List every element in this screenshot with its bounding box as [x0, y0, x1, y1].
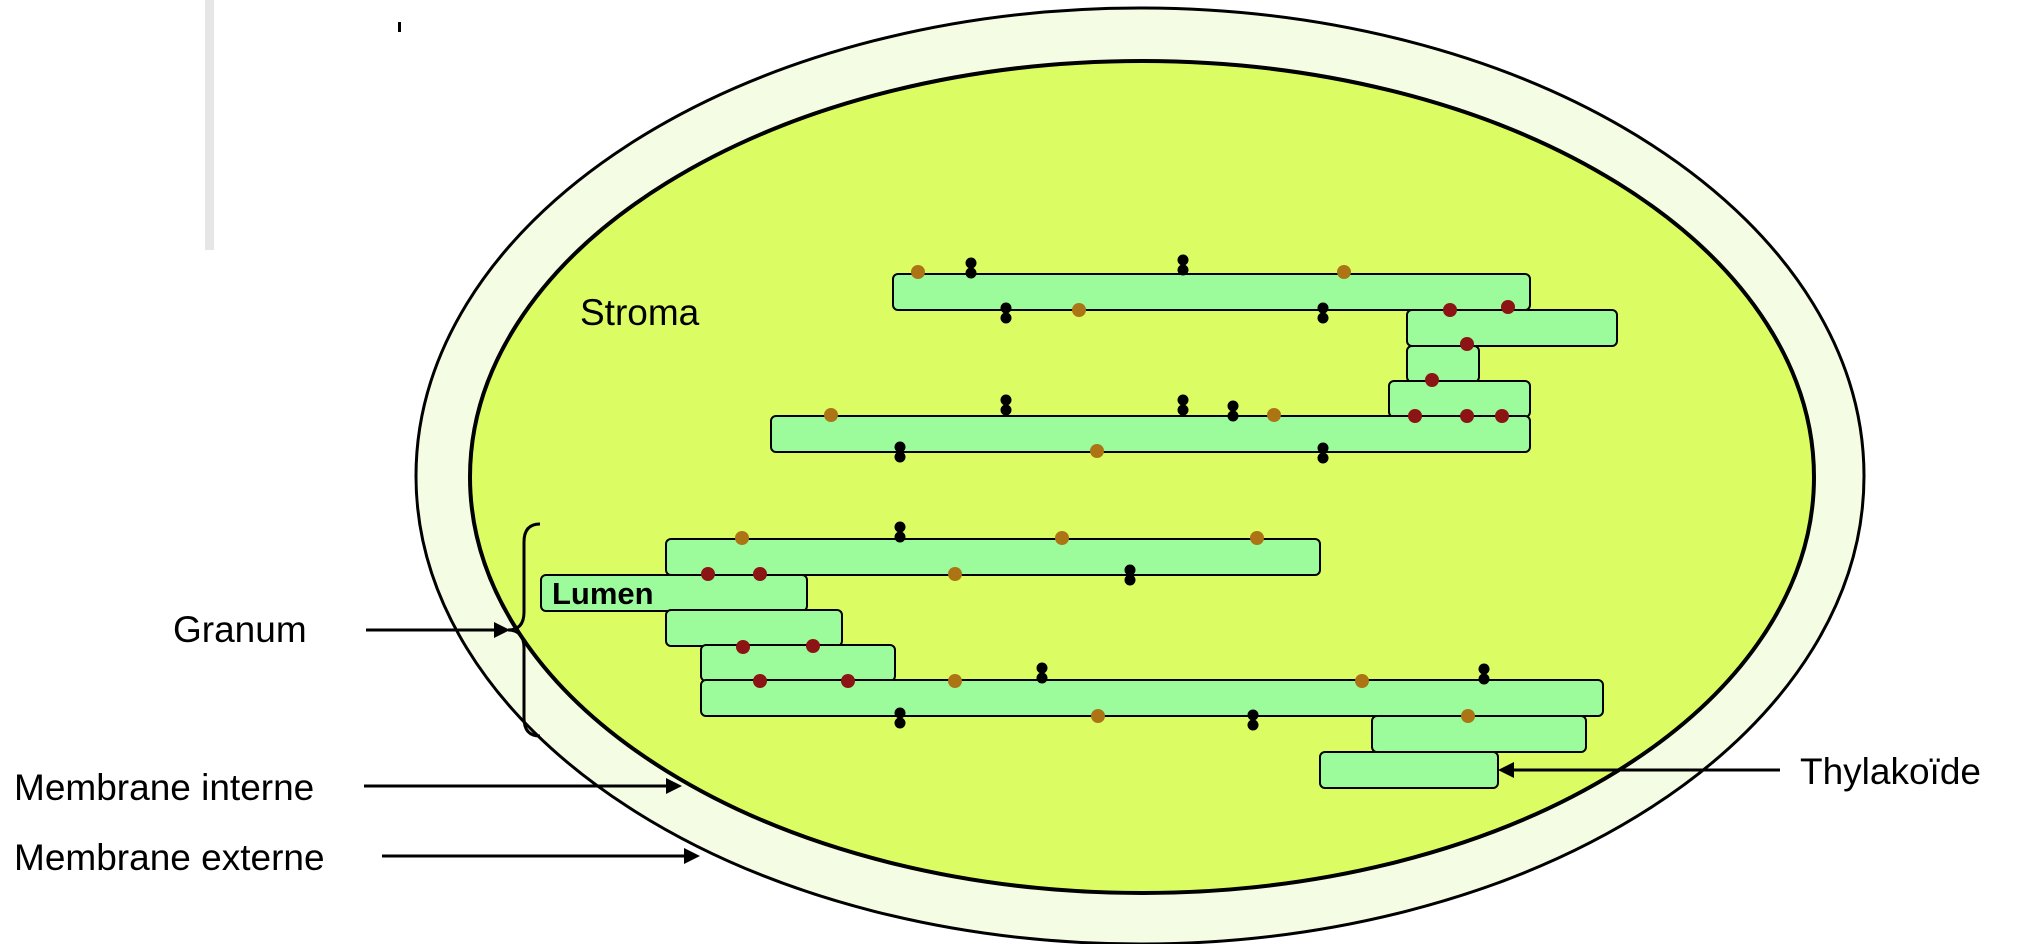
brown-complex-dot: [1461, 709, 1475, 723]
black-complex-pair: [1478, 663, 1490, 685]
stroma-label: Stroma: [580, 292, 700, 333]
black-complex-pair: [965, 257, 977, 279]
red-complex-dot: [701, 567, 715, 581]
black-complex-dot: [894, 707, 906, 719]
black-complex-dot: [1227, 410, 1239, 422]
black-complex-dot: [965, 257, 977, 269]
red-complex-dot: [1408, 409, 1422, 423]
thylakoid-disc: [700, 679, 1604, 717]
thylakoid-disc: [892, 273, 1531, 311]
top-remnant-mark: [398, 22, 401, 32]
black-complex-pair: [894, 707, 906, 729]
membrane-interne-label: Membrane interne: [14, 767, 314, 808]
black-complex-pair: [1177, 394, 1189, 416]
granum-arrowhead: [494, 622, 510, 638]
black-complex-dot: [1317, 312, 1329, 324]
black-complex-dot: [1177, 254, 1189, 266]
brown-complex-dot: [1267, 408, 1281, 422]
black-complex-dot: [1177, 264, 1189, 276]
side-bar: [205, 0, 214, 250]
red-complex-dot: [806, 639, 820, 653]
black-complex-pair: [1227, 400, 1239, 422]
thylakoid-group: [540, 273, 1618, 789]
black-complex-pair: [1317, 442, 1329, 464]
black-complex-dot: [894, 441, 906, 453]
black-complex-dot: [1000, 394, 1012, 406]
black-complex-dot: [1478, 673, 1490, 685]
inner-membrane-stroma: [468, 59, 1816, 895]
brown-complex-dot: [911, 265, 925, 279]
red-complex-dot: [1460, 337, 1474, 351]
black-complex-dot: [894, 451, 906, 463]
black-complex-pair: [1124, 564, 1136, 586]
black-complex-dot: [894, 717, 906, 729]
brown-complex-dot: [1355, 674, 1369, 688]
black-complex-dot: [1227, 400, 1239, 412]
red-complex-dot: [753, 674, 767, 688]
granum-brace: [507, 522, 541, 738]
black-complex-pair: [1317, 302, 1329, 324]
black-complex-pair: [1036, 662, 1048, 684]
brown-complex-dot: [1091, 709, 1105, 723]
black-complex-dot: [1478, 663, 1490, 675]
brown-complex-dot: [1055, 531, 1069, 545]
thylakoid-disc: [1406, 345, 1480, 383]
black-complex-dot: [1000, 312, 1012, 324]
black-complex-dot: [1124, 574, 1136, 586]
black-complex-dot: [894, 531, 906, 543]
black-complex-pair: [1000, 394, 1012, 416]
brown-complex-dot: [948, 674, 962, 688]
black-complex-pair: [894, 521, 906, 543]
brown-complex-dot: [824, 408, 838, 422]
brown-complex-dot: [1337, 265, 1351, 279]
brown-complex-dot: [948, 567, 962, 581]
black-complex-dot: [1124, 564, 1136, 576]
black-complex-dot: [1177, 404, 1189, 416]
granum-label: Granum: [173, 609, 307, 650]
black-complex-dot: [894, 521, 906, 533]
black-complex-dot: [1036, 672, 1048, 684]
black-complex-dot: [1317, 442, 1329, 454]
black-complex-dot: [1247, 709, 1259, 721]
black-complex-pair: [1000, 302, 1012, 324]
black-complex-dot: [1317, 302, 1329, 314]
black-complex-dot: [1000, 404, 1012, 416]
black-complex-pair: [1177, 254, 1189, 276]
brown-complex-dot: [1072, 303, 1086, 317]
red-complex-dot: [1460, 409, 1474, 423]
membrane-externe-arrowhead: [684, 848, 700, 864]
red-complex-dot: [753, 567, 767, 581]
black-complex-dot: [1177, 394, 1189, 406]
membrane-interne-arrowhead: [666, 778, 682, 794]
thylakoid-disc: [1319, 751, 1499, 789]
complex-group: [701, 254, 1515, 731]
brown-complex-dot: [1090, 444, 1104, 458]
black-complex-dot: [965, 267, 977, 279]
thylakoide-label: Thylakoïde: [1800, 751, 1981, 792]
black-complex-pair: [894, 441, 906, 463]
black-complex-dot: [1247, 719, 1259, 731]
thylakoid-disc: [665, 538, 1321, 576]
black-complex-dot: [1000, 302, 1012, 314]
brown-complex-dot: [735, 531, 749, 545]
brown-complex-dot: [1250, 531, 1264, 545]
red-complex-dot: [1501, 300, 1515, 314]
thylakoide-arrowhead: [1498, 762, 1514, 778]
thylakoid-disc: [1371, 715, 1587, 753]
red-complex-dot: [1425, 373, 1439, 387]
thylakoid-disc: [700, 644, 896, 682]
red-complex-dot: [1495, 409, 1509, 423]
thylakoid-disc: [770, 415, 1531, 453]
lumen-label: Lumen: [552, 576, 654, 611]
black-complex-pair: [1247, 709, 1259, 731]
black-complex-dot: [1036, 662, 1048, 674]
red-complex-dot: [736, 640, 750, 654]
thylakoid-disc: [1406, 309, 1618, 347]
red-complex-dot: [1443, 303, 1457, 317]
red-complex-dot: [841, 674, 855, 688]
black-complex-dot: [1317, 452, 1329, 464]
membrane-externe-label: Membrane externe: [14, 837, 325, 878]
